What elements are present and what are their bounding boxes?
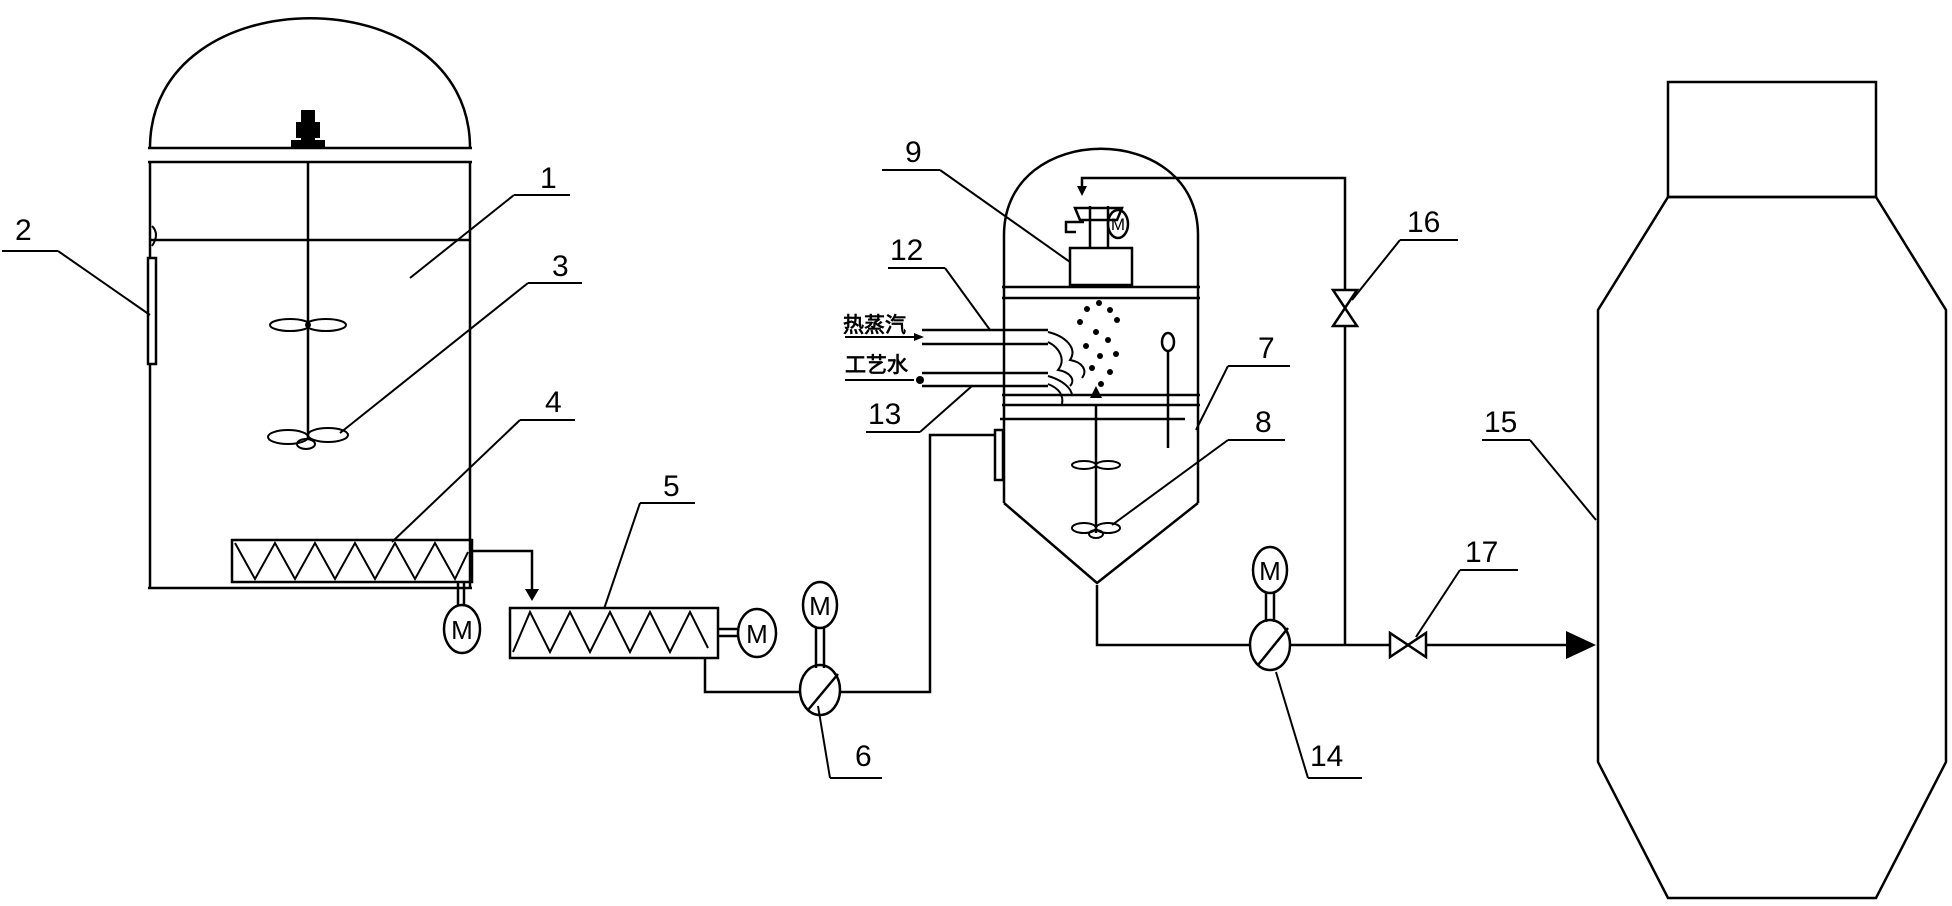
bottom-screw-conveyor [230, 538, 474, 584]
callout-1: 1 [409, 162, 570, 279]
callout-8: 8 [1111, 406, 1285, 526]
callout-4: 4 [391, 386, 575, 543]
thermometer [1160, 331, 1176, 353]
falling-particles [1077, 300, 1120, 387]
svg-text:12: 12 [890, 234, 923, 267]
valve-17 [1388, 630, 1428, 660]
svg-text:14: 14 [1310, 740, 1343, 773]
storage-tank-1: M [146, 17, 482, 655]
feeder-9: M [1064, 206, 1134, 287]
reactor-tank-7: M [993, 147, 1200, 585]
callout-13: 13 [866, 385, 973, 433]
svg-text:6: 6 [855, 740, 872, 773]
svg-text:15: 15 [1484, 406, 1517, 439]
svg-text:8: 8 [1255, 406, 1272, 439]
screw-conveyor-5: M [508, 606, 778, 660]
steam-inlet-12: 热蒸汽 [843, 313, 1086, 387]
sight-glass [146, 256, 158, 366]
callout-17: 17 [1415, 536, 1518, 638]
flow-arrow-right [1566, 631, 1596, 659]
callout-2: 2 [2, 214, 151, 316]
svg-text:16: 16 [1407, 206, 1440, 239]
tank-1-dome [148, 17, 472, 149]
svg-text:M: M [451, 615, 473, 645]
callout-14: 14 [1275, 671, 1362, 779]
pipe-to-tank-7 [840, 433, 1000, 694]
svg-text:2: 2 [15, 214, 32, 247]
svg-text:5: 5 [663, 470, 680, 503]
tank-7-cone [1003, 502, 1199, 585]
pipe-to-pump-6 [703, 658, 800, 694]
callout-12: 12 [888, 234, 991, 331]
callout-9: 9 [882, 136, 1071, 263]
valve-16 [1330, 288, 1360, 328]
pump-6: M [798, 580, 842, 717]
hot-steam-label: 热蒸汽 [843, 313, 906, 337]
svg-text:17: 17 [1465, 536, 1498, 569]
callout-16: 16 [1351, 206, 1458, 301]
svg-text:9: 9 [905, 136, 922, 169]
svg-text:M: M [1111, 215, 1125, 234]
process-water-inlet-13: 工艺水 [845, 353, 1073, 405]
recirculation-line [1080, 176, 1347, 645]
flow-arrow-down [525, 589, 539, 601]
callout-3: 3 [339, 250, 582, 434]
conveyor-5-motor: M [736, 607, 778, 659]
tank-7-dome [1002, 147, 1200, 236]
pipe-to-pump-14 [1095, 585, 1250, 647]
conveyor-4-motor: M [442, 603, 482, 655]
callout-7: 7 [1195, 332, 1290, 431]
svg-text:13: 13 [868, 398, 901, 431]
svg-text:M: M [1259, 556, 1281, 586]
svg-text:7: 7 [1258, 332, 1275, 365]
svg-text:4: 4 [545, 386, 562, 419]
pump-14: M [1248, 545, 1292, 672]
process-water-label: 工艺水 [845, 353, 909, 377]
tank-1-impeller [267, 429, 309, 445]
svg-text:1: 1 [540, 162, 557, 195]
vessel-15 [1596, 80, 1948, 900]
svg-text:M: M [809, 591, 831, 621]
callout-6: 6 [817, 705, 882, 779]
svg-text:3: 3 [552, 250, 569, 283]
transfer-chute [472, 549, 534, 592]
svg-text:M: M [746, 619, 768, 649]
callout-15: 15 [1482, 406, 1597, 521]
callout-5: 5 [603, 470, 695, 610]
